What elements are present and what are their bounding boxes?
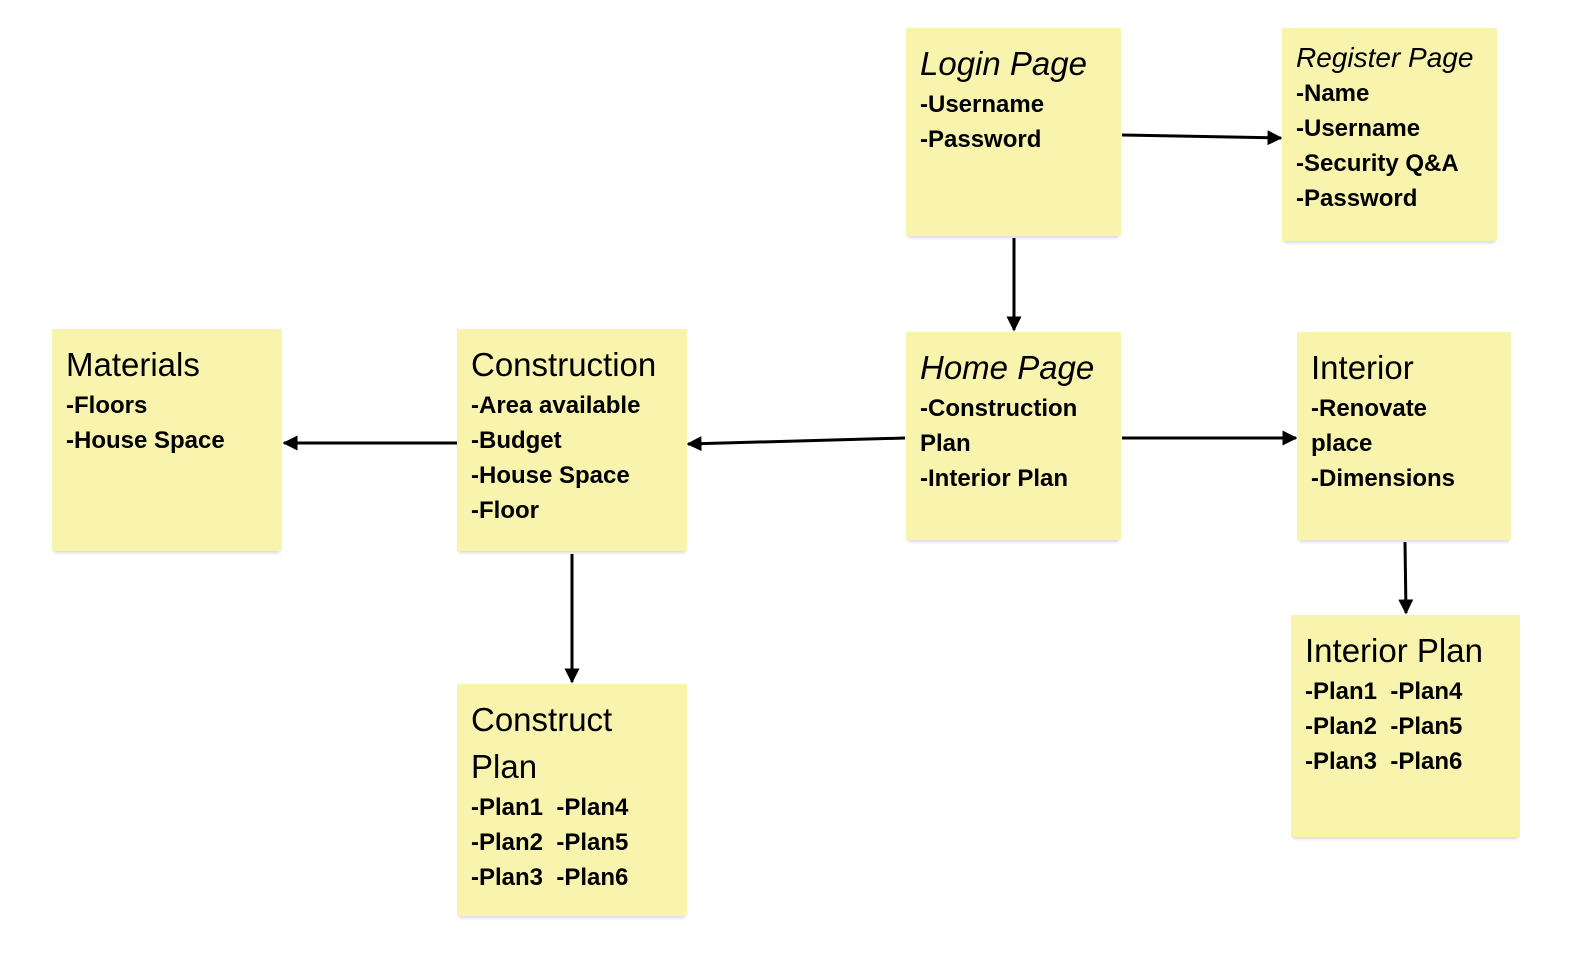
note-item: -Budget <box>471 427 562 454</box>
arrow-home-to-construction <box>686 436 906 452</box>
note-item: -Password <box>920 126 1042 153</box>
note-items: -Renovate place -Dimensions <box>1311 391 1497 496</box>
note-item: -Plan2 -Plan5 <box>471 829 629 856</box>
note-items: -Username -Password <box>920 87 1107 157</box>
note-item: -House Space <box>66 427 225 454</box>
note-item: Plan <box>920 430 971 457</box>
note-title: Register Page <box>1296 42 1474 73</box>
note-construction: Construction -Area available -Budget -Ho… <box>457 329 687 551</box>
note-item: -Username <box>1296 115 1421 142</box>
note-item: -Interior Plan <box>920 465 1069 492</box>
note-item: -Security Q&A <box>1296 150 1459 177</box>
note-login-page: Login Page -Username -Password <box>906 28 1121 236</box>
note-title: Construction <box>471 346 657 383</box>
note-item: -House Space <box>471 462 630 489</box>
note-item: -Plan3 -Plan6 <box>1305 748 1463 775</box>
note-item: -Password <box>1296 185 1418 212</box>
note-item: -Plan1 -Plan4 <box>1305 678 1463 705</box>
note-item: place <box>1311 430 1373 457</box>
note-item: -Name <box>1296 80 1370 107</box>
note-item: -Plan3 -Plan6 <box>471 864 629 891</box>
note-items: -Name -Username -Security Q&A -Password <box>1296 76 1483 216</box>
arrow-login-to-register <box>1121 130 1283 146</box>
note-items: -Floors -House Space <box>66 388 268 458</box>
note-title: Interior Plan <box>1305 632 1483 669</box>
note-item: -Construction <box>920 395 1078 422</box>
arrow-interior-to-interior-plan <box>1398 541 1414 615</box>
note-item: -Dimensions <box>1311 465 1456 492</box>
note-item: -Username <box>920 91 1045 118</box>
note-item: -Floors <box>66 392 148 419</box>
note-title: Construct Plan <box>471 701 613 785</box>
note-items: -Area available -Budget -House Space -Fl… <box>471 388 673 528</box>
note-materials: Materials -Floors -House Space <box>52 329 282 551</box>
note-item: -Plan2 -Plan5 <box>1305 713 1463 740</box>
note-items: -Plan1 -Plan4 -Plan2 -Plan5 -Plan3 -Plan… <box>471 790 673 895</box>
note-title: Interior <box>1311 349 1414 386</box>
note-item: -Plan1 -Plan4 <box>471 794 629 821</box>
note-title: Home Page <box>920 349 1095 386</box>
note-construct-plan: Construct Plan -Plan1 -Plan4 -Plan2 -Pla… <box>457 684 687 916</box>
note-title: Login Page <box>920 45 1087 82</box>
note-item: -Area available <box>471 392 641 419</box>
note-items: -Construction Plan -Interior Plan <box>920 391 1107 496</box>
note-item: -Floor <box>471 497 539 524</box>
note-items: -Plan1 -Plan4 -Plan2 -Plan5 -Plan3 -Plan… <box>1305 674 1506 779</box>
note-home-page: Home Page -Construction Plan -Interior P… <box>906 332 1121 540</box>
note-interior-plan: Interior Plan -Plan1 -Plan4 -Plan2 -Plan… <box>1291 615 1520 837</box>
note-interior: Interior -Renovate place -Dimensions <box>1297 332 1511 540</box>
note-item: -Renovate <box>1311 395 1428 422</box>
note-title: Materials <box>66 346 200 383</box>
note-register-page: Register Page -Name -Username -Security … <box>1282 28 1497 241</box>
